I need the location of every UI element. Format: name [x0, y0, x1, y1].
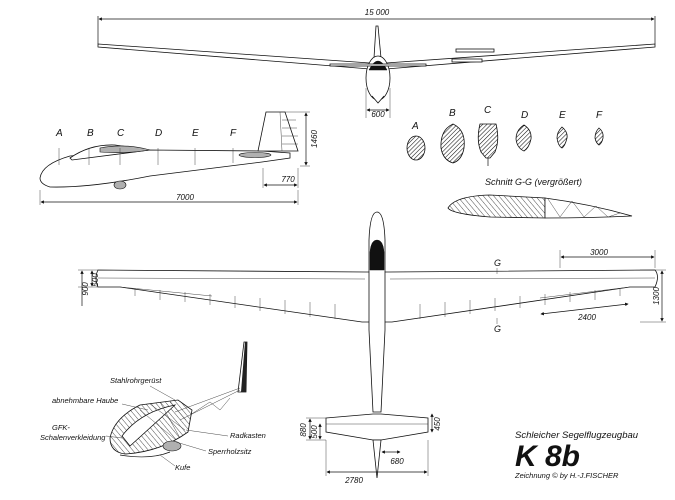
section-b-shape [440, 123, 465, 164]
label-skid: Kufe [175, 463, 190, 472]
front-fin [373, 25, 382, 59]
aileron-dimension: 2400 [577, 313, 596, 322]
section-a-shape [406, 135, 426, 161]
section-label-d: D [521, 110, 528, 121]
cut-mark-top: G [494, 258, 501, 268]
front-airbrake [455, 48, 495, 53]
stab-450-dimension: 450 [433, 417, 442, 431]
cross-sections: A B C D E F [406, 105, 604, 166]
airfoil-section: Schnitt G-G (vergrößert) [447, 177, 633, 219]
section-label-c: C [484, 105, 492, 116]
label-fairing-2: Schalenverkleidung [40, 433, 106, 442]
section-f-shape [594, 127, 604, 146]
section-letter-e: E [192, 128, 199, 139]
top-stabilizer [325, 413, 429, 441]
side-wing-root [99, 145, 151, 153]
root-chord-dimension: 1300 [652, 287, 661, 305]
section-letter-c: C [117, 128, 125, 139]
stab-span-dimension: 2780 [344, 476, 363, 485]
section-label-b: B [449, 108, 456, 119]
airfoil-nose [447, 194, 546, 219]
side-section-letters: A B C D E F [55, 128, 237, 139]
label-canopy: abnehmbare Haube [52, 396, 118, 405]
tail-offset-dimension: 770 [281, 175, 295, 184]
side-wheel [113, 180, 127, 190]
airfoil-tail [544, 197, 633, 219]
wing-tip-dimension: 3000 [590, 248, 608, 257]
section-title: Schnitt G-G (vergrößert) [485, 177, 582, 187]
stab-680-dimension: 680 [390, 457, 404, 466]
front-airbrake-lower [451, 58, 483, 63]
side-stabilizer [238, 152, 272, 158]
cutaway-view: Stahlrohrgerüst abnehmbare Haube GFK- Sc… [40, 341, 266, 472]
label-fairing-1: GFK- [52, 423, 70, 432]
manufacturer-name: Schleicher Segelflugzeugbau [515, 430, 639, 441]
cutaway-cockpit [121, 404, 177, 447]
front-wheel [371, 95, 385, 104]
fuselage-width-dimension: 600 [371, 110, 385, 119]
label-seat: Sperrholzsitz [208, 447, 252, 456]
left-500-dimension: 500 [91, 273, 100, 287]
label-wheel-box: Radkasten [230, 431, 266, 440]
drawing-credit: Zeichnung © by H.-J.FISCHER [514, 471, 619, 480]
top-view: G G 3000 1300 2400 900 500 880 500 450 6 [78, 211, 666, 485]
side-view: A B C D E F 1460 [39, 111, 319, 205]
left-900-dimension: 900 [81, 282, 90, 296]
cutaway-skid [119, 451, 171, 458]
section-label-f: F [596, 110, 603, 121]
section-d-shape [515, 124, 532, 152]
length-dimension: 7000 [176, 193, 194, 202]
section-label-e: E [559, 110, 566, 121]
section-e-shape [556, 126, 568, 149]
front-view: 15 000 600 [97, 8, 656, 119]
right-aileron [539, 286, 631, 299]
title-block: Schleicher Segelflugzeugbau K 8b Zeichnu… [514, 430, 639, 480]
section-letter-a: A [55, 128, 63, 139]
section-c-shape [477, 123, 499, 159]
top-canopy [369, 239, 385, 271]
cut-mark-bottom: G [494, 324, 501, 334]
section-letter-f: F [230, 128, 237, 139]
section-letter-b: B [87, 128, 94, 139]
height-dimension: 1460 [310, 130, 319, 148]
section-label-a: A [411, 121, 419, 132]
model-name: K 8b [515, 440, 580, 473]
stab-880-dimension: 880 [299, 423, 308, 437]
front-stabilizer [329, 63, 427, 67]
label-steel-frame: Stahlrohrgerüst [110, 376, 162, 385]
top-rudder [372, 439, 382, 479]
side-fin [257, 111, 299, 152]
cutaway-wheel-box [162, 440, 182, 452]
stab-500-dimension: 500 [310, 425, 319, 439]
side-fuselage [39, 149, 291, 188]
left-aileron [119, 286, 213, 297]
span-dimension: 15 000 [365, 8, 390, 17]
section-letter-d: D [155, 128, 162, 139]
